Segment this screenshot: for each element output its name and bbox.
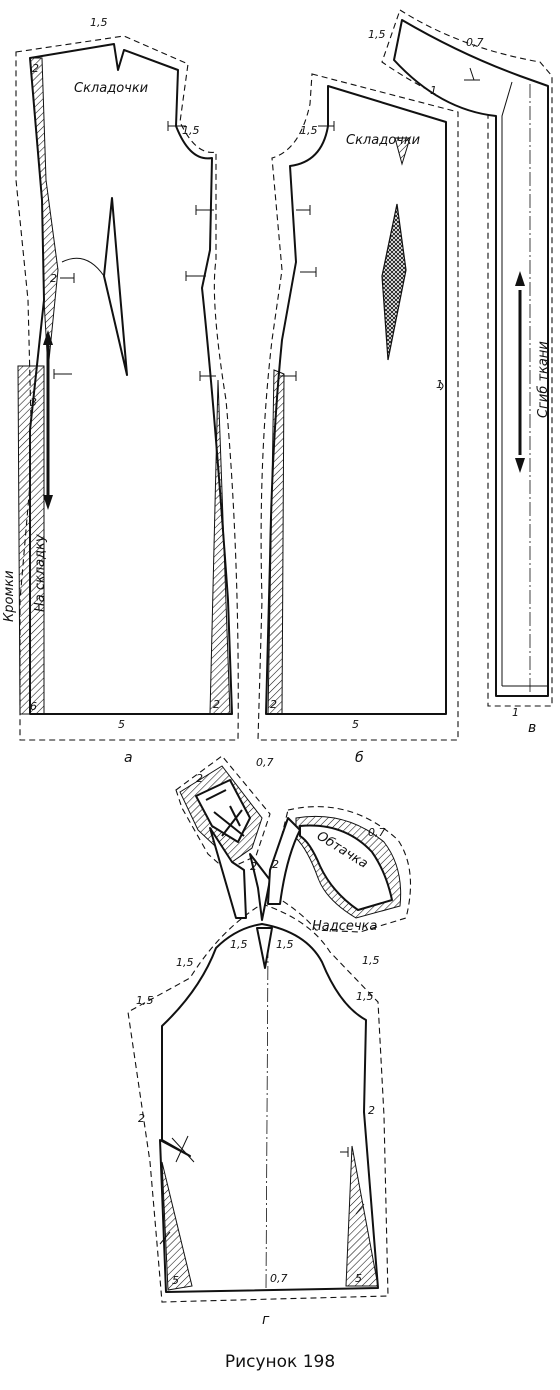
panel-g-outline xyxy=(159,923,379,1293)
panel-g-cuff-seam xyxy=(175,755,271,871)
panel-g-label-notch: Надсечка xyxy=(312,919,377,934)
panel-v-outline xyxy=(393,19,549,697)
panel-g-label-facing-top: 0,7 xyxy=(368,826,386,839)
panel-b-label-corner-bl: 2 xyxy=(270,698,277,711)
panel-v-inner-lines xyxy=(501,81,548,687)
panel-b-fold-dart xyxy=(394,137,411,166)
panel-g-label-cap-right: 1,5 xyxy=(276,938,294,951)
panel-a-hatch-lower-left xyxy=(17,365,45,715)
panel-g: 2 0,7 2 2 0,7 Обтачка Надсечка 1,5 1,5 1… xyxy=(127,755,412,1328)
panel-g-letter: г xyxy=(262,1312,270,1328)
panel-a-label-hem: 5 xyxy=(118,718,125,731)
panel-g-label-under-right: 1,5 xyxy=(356,990,374,1003)
panel-g-hatch-left xyxy=(161,1161,193,1291)
panel-g-cuff-inner xyxy=(195,779,251,843)
panel-a-label-folds: Складочки xyxy=(74,81,148,96)
panel-a-arrowhead-up xyxy=(43,330,53,345)
panel-a-outline xyxy=(29,43,233,715)
panel-v: 1,5 0,7 1 Сгиб ткани 1 в xyxy=(368,9,553,736)
panel-g-label-hem-bottom: 0,7 xyxy=(270,1272,288,1285)
panel-g-facing-seam xyxy=(267,806,412,933)
panel-a-dart-pointer xyxy=(61,257,105,277)
panel-a-label-on-fold: На складку xyxy=(33,534,48,612)
panel-g-hatch-right xyxy=(345,1145,379,1287)
panel-g-cuff-strap xyxy=(209,827,247,919)
panel-v-label-bottom: 1 xyxy=(512,706,519,719)
panel-g-label-cuff-seam: 2 xyxy=(250,860,257,873)
panel-v-seam-allowance xyxy=(381,9,553,707)
panel-a-label-side: 3 xyxy=(30,396,37,409)
panel-g-facing-inner xyxy=(299,824,393,911)
panel-g-label-cuff-left: 2 xyxy=(196,772,203,785)
panel-g-label-facing-left: 2 xyxy=(272,858,279,871)
panel-a-label-corner-br: 2 xyxy=(213,698,220,711)
panel-g-label-side-right: 2 xyxy=(368,1104,375,1117)
panel-v-arrowhead-down xyxy=(515,458,525,473)
panel-g-label-side-left: 2 xyxy=(138,1112,145,1125)
panel-a-label-corner-bl: 6 xyxy=(30,700,37,713)
panel-v-label-neck: 1 xyxy=(430,84,437,97)
panel-b-label-armhole: 1,5 xyxy=(300,124,318,137)
panel-v-letter: в xyxy=(528,720,536,736)
figure-caption: Рисунок 198 xyxy=(224,1352,336,1372)
panel-g-label-shoulder-right: 1,5 xyxy=(362,954,380,967)
panel-g-centerline xyxy=(265,943,269,1291)
panel-g-label-cuff-top: 0,7 xyxy=(256,756,274,769)
panel-g-label-hem-right: 5 xyxy=(355,1272,362,1285)
panel-a-seam-allowance xyxy=(15,35,239,741)
panel-b-label-hem: 5 xyxy=(352,718,359,731)
panel-g-label-under-left: 1,5 xyxy=(136,994,154,1007)
panel-a-arrowhead-down xyxy=(43,495,53,510)
panel-b-label-side: 1 xyxy=(436,378,443,391)
panel-a-label-armhole: 1,5 xyxy=(182,124,200,137)
panel-g-cuff-strap2 xyxy=(249,853,271,921)
panel-b-notches xyxy=(280,121,444,391)
panel-g-label-hem-left: 5 xyxy=(172,1274,179,1287)
panel-g-elbow-x xyxy=(171,1135,195,1163)
panel-b: Складочки 1,5 1 2 5 б xyxy=(257,73,459,766)
panel-a-label-top-allowance: 1,5 xyxy=(90,16,108,29)
panel-g-seam-allowance xyxy=(127,903,389,1303)
panel-a-hatch-lower-right xyxy=(209,379,231,715)
panel-a-hatch-left xyxy=(29,57,59,371)
panel-a-letter: а xyxy=(124,750,133,766)
panel-a-label-dart: 2 xyxy=(50,272,57,285)
panel-g-label-cap-left: 1,5 xyxy=(230,938,248,951)
panel-g-cuff-marks xyxy=(205,789,245,837)
panel-v-label-top-left: 1,5 xyxy=(368,28,386,41)
panel-a-label-corner-top: 2 xyxy=(32,62,39,75)
panel-v-arrowhead-up xyxy=(515,271,525,286)
panel-a-label-selvedge: Кромки xyxy=(2,570,17,622)
panel-b-hatch-left xyxy=(267,369,285,715)
panel-v-label-grain: Сгиб ткани xyxy=(536,341,551,418)
panel-v-label-top-mid: 0,7 xyxy=(466,36,484,49)
panel-g-notches xyxy=(159,1147,365,1245)
panel-b-seam-allowance xyxy=(257,73,459,741)
panel-a: Складочки 1,5 1,5 2 3 2 6 2 5 Кромки На … xyxy=(2,16,239,766)
panel-a-dart xyxy=(103,197,128,376)
panel-v-notch xyxy=(464,67,480,81)
panel-g-label-shoulder-left: 1,5 xyxy=(176,956,194,969)
panel-g-cap-dart xyxy=(256,927,273,969)
panel-b-dart xyxy=(381,203,407,361)
panel-a-notches xyxy=(53,121,216,381)
panel-b-outline xyxy=(265,85,447,715)
panel-b-label-folds: Складочки xyxy=(346,133,420,148)
panel-g-facing-strap xyxy=(267,817,301,905)
panel-b-letter: б xyxy=(355,750,364,766)
